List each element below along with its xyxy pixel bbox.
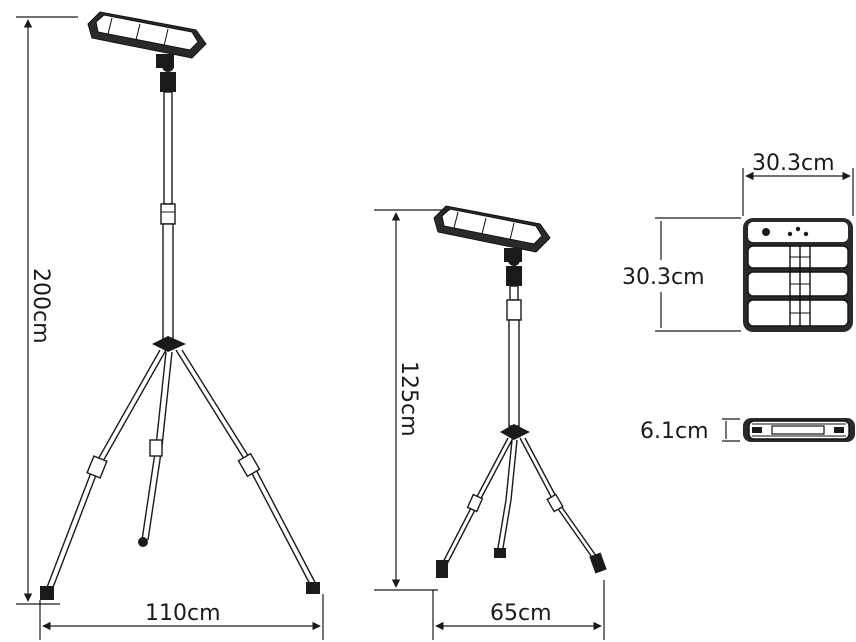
- panel-height-dimension: 30.3cm: [622, 217, 741, 332]
- tall-tripod-light-head: [87, 11, 207, 92]
- panel-width-dimension: 30.3cm: [742, 151, 854, 216]
- height-200-dimension: 200cm: [16, 16, 78, 605]
- width-110-dimension: 110cm: [39, 594, 324, 640]
- panel-width-label: 30.3cm: [752, 151, 835, 176]
- width-110-label: 110cm: [145, 601, 221, 626]
- short-tripod-legs: [436, 437, 607, 578]
- tall-tripod-pole: [152, 91, 186, 352]
- width-65-label: 65cm: [490, 601, 552, 626]
- panel-depth-dimension: 6.1cm: [640, 418, 740, 444]
- tall-tripod-legs: [40, 349, 320, 600]
- width-65-dimension: 65cm: [432, 580, 605, 640]
- panel-front-view: [743, 218, 853, 332]
- tall-tripod: [40, 11, 320, 600]
- height-125-label: 125cm: [396, 361, 421, 437]
- short-tripod-light-head: [433, 205, 551, 286]
- height-200-label: 200cm: [28, 268, 53, 344]
- height-125-dimension: 125cm: [374, 209, 450, 591]
- short-tripod: [433, 205, 607, 578]
- panel-height-label: 30.3cm: [622, 265, 705, 290]
- panel-depth-label: 6.1cm: [640, 419, 709, 444]
- short-tripod-pole: [500, 285, 530, 440]
- panel-indicator-icon: [762, 228, 770, 236]
- panel-side-view: [743, 418, 855, 442]
